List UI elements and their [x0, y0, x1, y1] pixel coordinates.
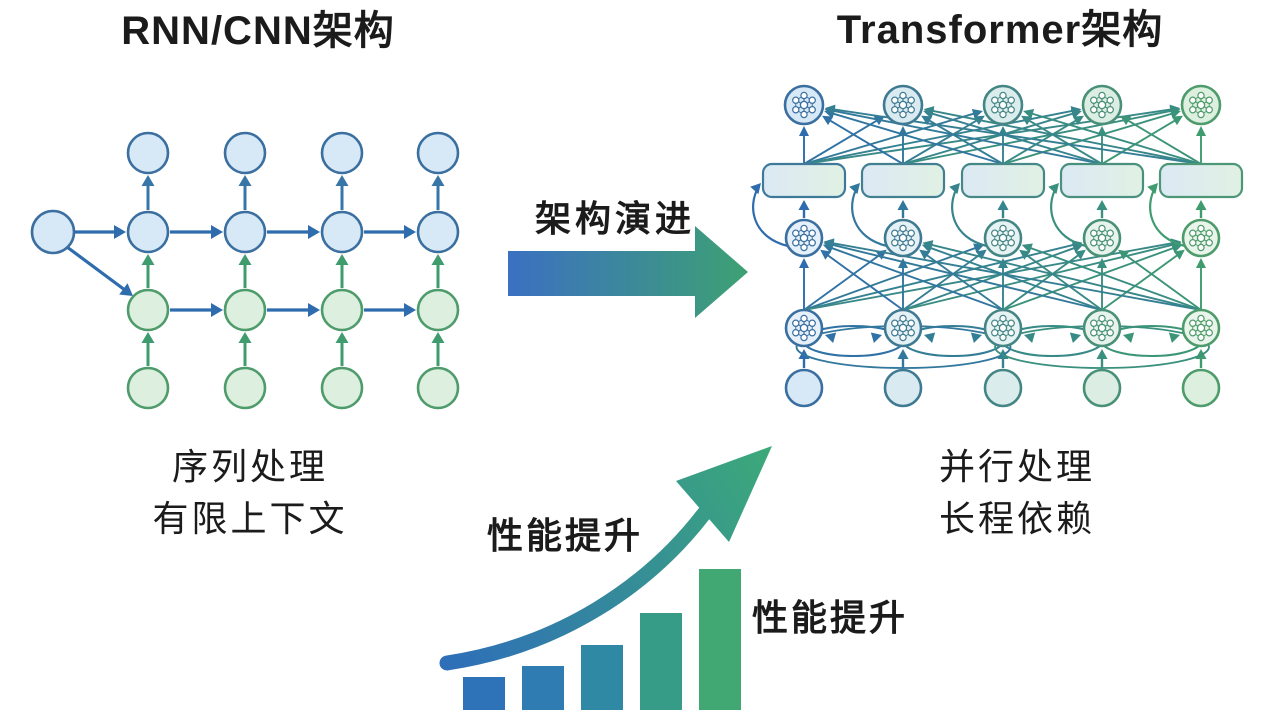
rnn-output-node [223, 131, 267, 175]
rnn-title: RNN/CNN架构 [121, 9, 395, 53]
rnn-hidden-node [126, 288, 170, 332]
rnn-input-node [223, 366, 267, 410]
growth-bar [522, 666, 564, 710]
evolution-arrow [508, 226, 748, 318]
self-attention-node [1181, 308, 1221, 348]
feed-forward-block [960, 162, 1046, 199]
attention-network-icon [1090, 91, 1114, 119]
output-attention-node [982, 84, 1024, 126]
rnn-hidden-node [223, 210, 267, 254]
feed-forward-block [1158, 162, 1244, 199]
self-attention-node [983, 308, 1023, 348]
rnn-output-node [416, 131, 460, 175]
transformer-input-node [1082, 368, 1122, 408]
rnn-hidden-node [223, 288, 267, 332]
evolution-label: 架构演进 [534, 198, 696, 240]
attention-network-icon [991, 91, 1015, 119]
attention-cross-connections [799, 238, 1206, 311]
attention-network-icon [891, 314, 915, 342]
attention-network-icon [792, 314, 816, 342]
rnn-input-node [320, 366, 364, 410]
output-attention-node [1081, 84, 1123, 126]
transformer-input-node [1181, 368, 1221, 408]
attention-node [1181, 218, 1221, 258]
self-attention-node [883, 308, 923, 348]
attention-node [883, 218, 923, 258]
growth-arrowhead [676, 446, 772, 542]
rnn-hidden-node [416, 210, 460, 254]
rnn-hidden-node [416, 288, 460, 332]
performance-growth-chart [439, 446, 772, 710]
transformer-caption-line2: 长程依赖 [938, 498, 1096, 540]
rnn-hidden-node [320, 210, 364, 254]
rnn-input-node [126, 366, 170, 410]
feed-forward-block [761, 162, 847, 199]
self-attention-node [784, 308, 824, 348]
attention-network-icon [991, 224, 1015, 252]
transformer-diagram [750, 84, 1244, 408]
output-attention-node [882, 84, 924, 126]
growth-bar [699, 569, 741, 710]
attention-network-icon [1189, 314, 1213, 342]
transformer-input-node [784, 368, 824, 408]
rnn-context-node [30, 209, 76, 255]
transformer-caption-line1: 并行处理 [938, 446, 1096, 488]
attention-network-icon [991, 314, 1015, 342]
attention-network-icon [891, 224, 915, 252]
growth-bar [581, 645, 623, 710]
output-attention-node [1180, 84, 1222, 126]
attention-network-icon [792, 224, 816, 252]
feed-forward-block [860, 162, 946, 199]
growth-bar [640, 613, 682, 710]
transformer-input-node [983, 368, 1023, 408]
rnn-diagram [30, 131, 460, 410]
self-attention-node [1082, 308, 1122, 348]
attention-node [784, 218, 824, 258]
rnn-hidden-node [126, 210, 170, 254]
output-attention-node [783, 84, 825, 126]
growth-curve [439, 470, 741, 671]
feed-forward-block [1059, 162, 1145, 199]
attention-network-icon [1189, 91, 1213, 119]
attention-node [983, 218, 1023, 258]
attention-node [1082, 218, 1122, 258]
attention-network-icon [891, 91, 915, 119]
transformer-input-node [883, 368, 923, 408]
performance-label-right: 性能提升 [751, 597, 909, 639]
transformer-title: Transformer架构 [836, 8, 1164, 52]
growth-bar [463, 677, 505, 710]
performance-label-left: 性能提升 [486, 515, 644, 557]
rnn-input-node [416, 366, 460, 410]
rect-to-output-connections [799, 104, 1206, 165]
attention-network-icon [1090, 224, 1114, 252]
rnn-caption-line2: 有限上下文 [152, 498, 348, 540]
rnn-output-node [126, 131, 170, 175]
rnn-caption-line1: 序列处理 [171, 446, 329, 488]
attention-network-icon [792, 91, 816, 119]
rnn-output-node [320, 131, 364, 175]
rnn-hidden-node [320, 288, 364, 332]
attention-network-icon [1090, 314, 1114, 342]
attention-network-icon [1189, 224, 1213, 252]
